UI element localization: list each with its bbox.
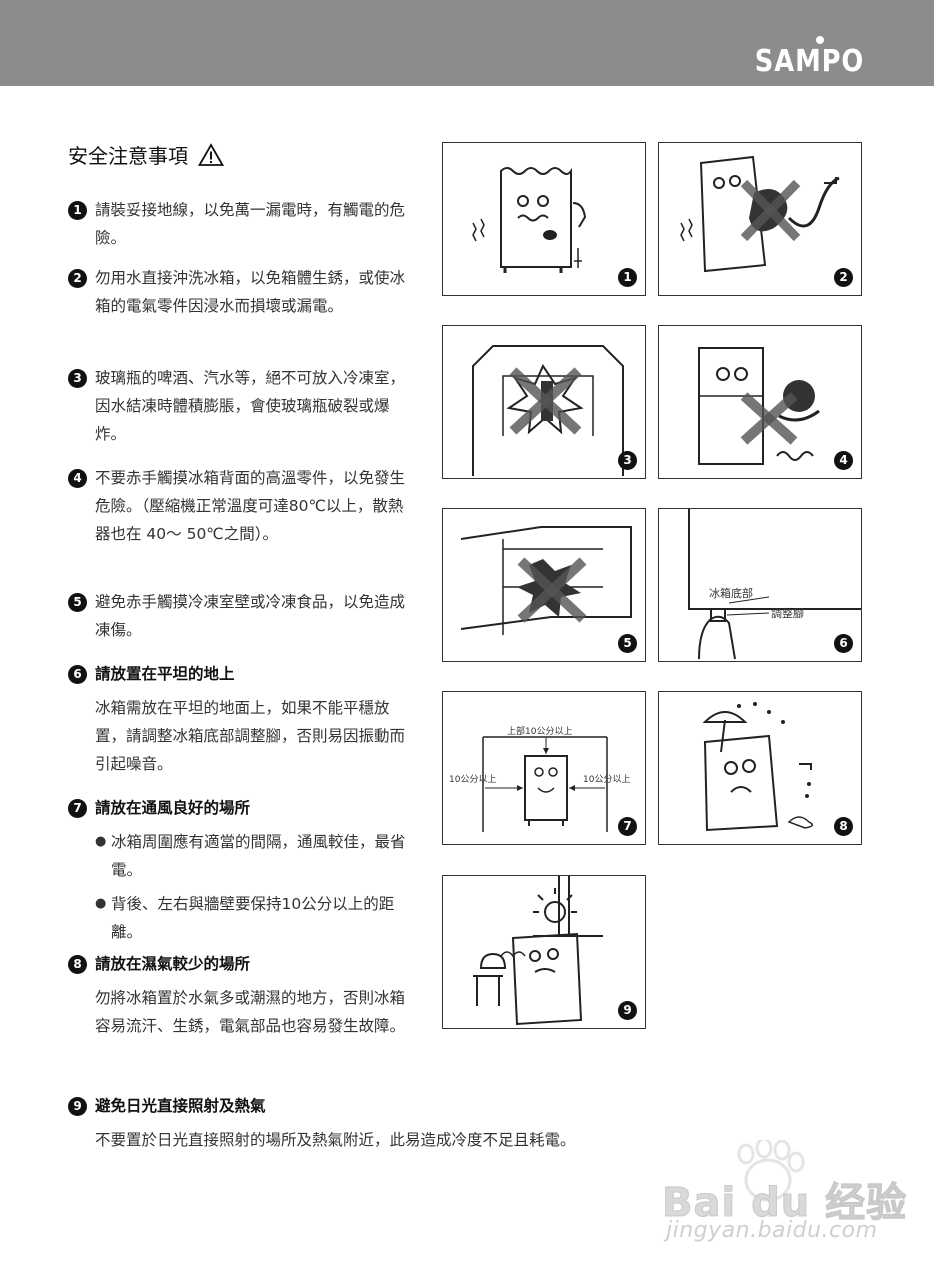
item-text: 不要赤手觸摸冰箱背面的高溫零件，以免發生危險。（壓縮機正常溫度可達80℃以上，散… [95,469,406,543]
header-bar [0,0,934,86]
figure-label-fridge-bottom: 冰箱底部 [709,587,753,600]
brand-logo: SAMPO [754,44,864,79]
page-title-text: 安全注意事項 [68,144,188,168]
illustration-8: 8 [658,691,862,845]
figure-number-badge: 2 [834,268,853,287]
safety-item-5: 5 避免赤手觸摸冷凍室壁或冷凍食品，以免造成凍傷。 [68,588,410,644]
illustration-3: 3 [442,325,646,479]
figure-number-badge: 8 [834,817,853,836]
fridge-water-drawing [680,155,840,273]
fridge-hot-drawing [698,347,820,465]
figure-label-right-clearance: 10公分以上 [583,775,631,785]
illustration-7: 上部10公分以上 10公分以上 10公分以上 7 [442,691,646,845]
item-heading: 請放在濕氣較少的場所 [95,955,251,973]
figure-number-badge: 6 [834,634,853,653]
watermark-text: Bai du 经验 [661,1180,908,1227]
item-number-badge: 2 [68,269,87,288]
figure-number-badge: 9 [618,1001,637,1020]
item-number-badge: 6 [68,665,87,684]
safety-item-6: 6 請放置在平坦的地上 冰箱需放在平坦的地面上，如果不能平穩放置，請調整冰箱底部… [68,660,410,778]
item-number-badge: 4 [68,469,87,488]
safety-item-7: 7 請放在通風良好的場所 冰箱周圍應有適當的間隔，通風較佳，最省電。 背後、左右… [68,794,410,946]
bullet-item: 背後、左右與牆壁要保持10公分以上的距離。 [95,890,410,946]
item-text: 請裝妥接地線，以免萬一漏電時，有觸電的危險。 [95,201,406,247]
figure-number-badge: 1 [618,268,637,287]
item-text: 冰箱需放在平坦的地面上，如果不能平穩放置，請調整冰箱底部調整腳，否則易因振動而引… [95,699,406,773]
item-number-badge: 7 [68,799,87,818]
safety-item-1: 1 請裝妥接地線，以免萬一漏電時，有觸電的危險。 [68,196,410,252]
warning-icon [198,142,224,166]
figure-number-badge: 4 [834,451,853,470]
freezer-bottle-drawing [472,345,624,476]
illustration-6: 冰箱底部 調整腳 6 [658,508,862,662]
illustration-9: 9 [442,875,646,1029]
item-text: 不要置於日光直接照射的場所及熱氣附近，此易造成冷度不足且耗電。 [95,1131,576,1149]
bullet-item: 冰箱周圍應有適當的間隔，通風較佳，最省電。 [95,828,410,884]
page-title: 安全注意事項 [68,140,224,169]
freezer-hand-drawing [460,526,632,635]
leveling-foot-drawing [688,509,861,660]
illustration-2: 2 [658,142,862,296]
item-number-badge: 9 [68,1097,87,1116]
fridge-shock-drawing [472,167,587,273]
fridge-rain-drawing [702,702,813,832]
figure-number-badge: 7 [618,817,637,836]
illustration-1: 1 [442,142,646,296]
logo-dot [816,36,824,44]
figure-number-badge: 3 [618,451,637,470]
item-number-badge: 1 [68,201,87,220]
item-heading: 請放在通風良好的場所 [95,799,251,817]
safety-item-3: 3 玻璃瓶的啤酒、汽水等，絕不可放入冷凍室，因水結凍時體積膨脹，會使玻璃瓶破裂或… [68,364,410,448]
item-number-badge: 3 [68,369,87,388]
safety-item-8: 8 請放在濕氣較少的場所 勿將冰箱置於水氣多或潮濕的地方，否則冰箱容易流汗、生銹… [68,950,410,1040]
item-text: 勿用水直接沖洗冰箱，以免箱體生銹，或使冰箱的電氣零件因浸水而損壞或漏電。 [95,269,406,315]
item-text: 避免赤手觸摸冷凍室壁或冷凍食品，以免造成凍傷。 [95,593,406,639]
figure-number-badge: 5 [618,634,637,653]
clearance-drawing [482,736,608,832]
watermark-url: jingyan.baidu.com [666,1218,878,1243]
illustration-5: 5 [442,508,646,662]
paw-watermark-icon [737,1140,805,1202]
safety-item-4: 4 不要赤手觸摸冰箱背面的高溫零件，以免發生危險。（壓縮機正常溫度可達80℃以上… [68,464,410,548]
illustration-4: 4 [658,325,862,479]
figure-label-left-clearance: 10公分以上 [449,775,497,785]
fridge-sun-drawing [473,876,603,1026]
item-heading: 避免日光直接照射及熱氣 [95,1097,266,1115]
item-number-badge: 8 [68,955,87,974]
item-text: 玻璃瓶的啤酒、汽水等，絕不可放入冷凍室，因水結凍時體積膨脹，會使玻璃瓶破裂或爆炸… [95,369,406,443]
figure-label-adjust-foot: 調整腳 [771,607,804,620]
safety-item-9: 9 避免日光直接照射及熱氣 不要置於日光直接照射的場所及熱氣附近，此易造成冷度不… [68,1092,688,1154]
figure-label-top-clearance: 上部10公分以上 [507,727,573,737]
item-text: 勿將冰箱置於水氣多或潮濕的地方，否則冰箱容易流汗、生銹，電氣部品也容易發生故障。 [95,989,406,1035]
safety-item-2: 2 勿用水直接沖洗冰箱，以免箱體生銹，或使冰箱的電氣零件因浸水而損壞或漏電。 [68,264,410,320]
item-heading: 請放置在平坦的地上 [95,665,235,683]
item-number-badge: 5 [68,593,87,612]
